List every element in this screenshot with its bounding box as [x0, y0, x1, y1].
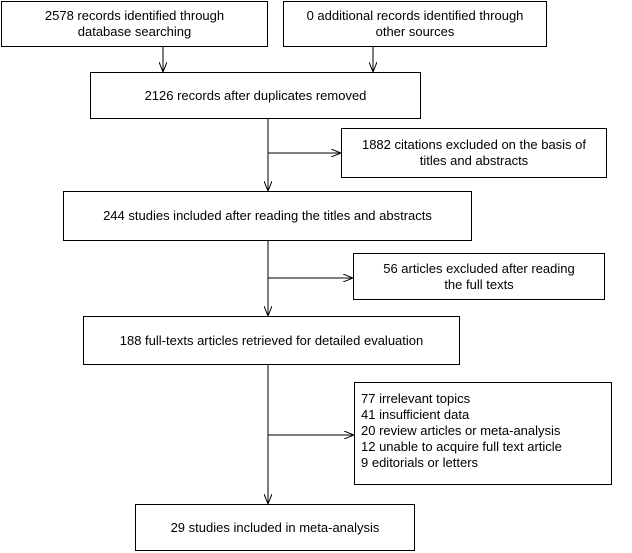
- exclusion-reason: 12 unable to acquire full text article: [361, 439, 562, 454]
- box-text: 0 additional records identified through: [306, 8, 524, 23]
- exclusion-reason: 20 review articles or meta-analysis: [361, 423, 561, 438]
- box-text: 29 studies included in meta-analysis: [170, 519, 380, 535]
- exclusion-reason: 41 insufficient data: [361, 407, 470, 422]
- box-text: 2578 records identified through: [44, 8, 225, 23]
- box-text: database searching: [77, 24, 192, 39]
- exclusion-reasons-box: 77 irrelevant topics 41 insufficient dat…: [354, 382, 612, 485]
- box-text: 1882 citations excluded on the basis of: [361, 137, 587, 152]
- box-text: the full texts: [444, 276, 514, 292]
- additional-records-box: 0 additional records identified through …: [283, 1, 547, 47]
- box-text: 188 full-texts articles retrieved for de…: [119, 332, 424, 348]
- box-text: 56 articles excluded after reading: [383, 260, 575, 276]
- citations-excluded-box: 1882 citations excluded on the basis of …: [341, 128, 607, 178]
- fulltext-retrieved-box: 188 full-texts articles retrieved for de…: [83, 316, 460, 365]
- after-duplicates-box: 2126 records after duplicates removed: [90, 72, 421, 119]
- exclusion-reason: 9 editorials or letters: [361, 455, 479, 470]
- box-text: 2126 records after duplicates removed: [144, 87, 367, 103]
- exclusion-reason: 77 irrelevant topics: [361, 391, 471, 406]
- box-text: 244 studies included after reading the t…: [103, 208, 432, 223]
- meta-analysis-box: 29 studies included in meta-analysis: [135, 504, 415, 551]
- box-text: other sources: [375, 24, 455, 39]
- database-records-box: 2578 records identified through database…: [1, 1, 268, 47]
- studies-included-box: 244 studies included after reading the t…: [63, 191, 472, 241]
- box-text: titles and abstracts: [419, 153, 529, 168]
- articles-excluded-box: 56 articles excluded after reading the f…: [353, 253, 605, 300]
